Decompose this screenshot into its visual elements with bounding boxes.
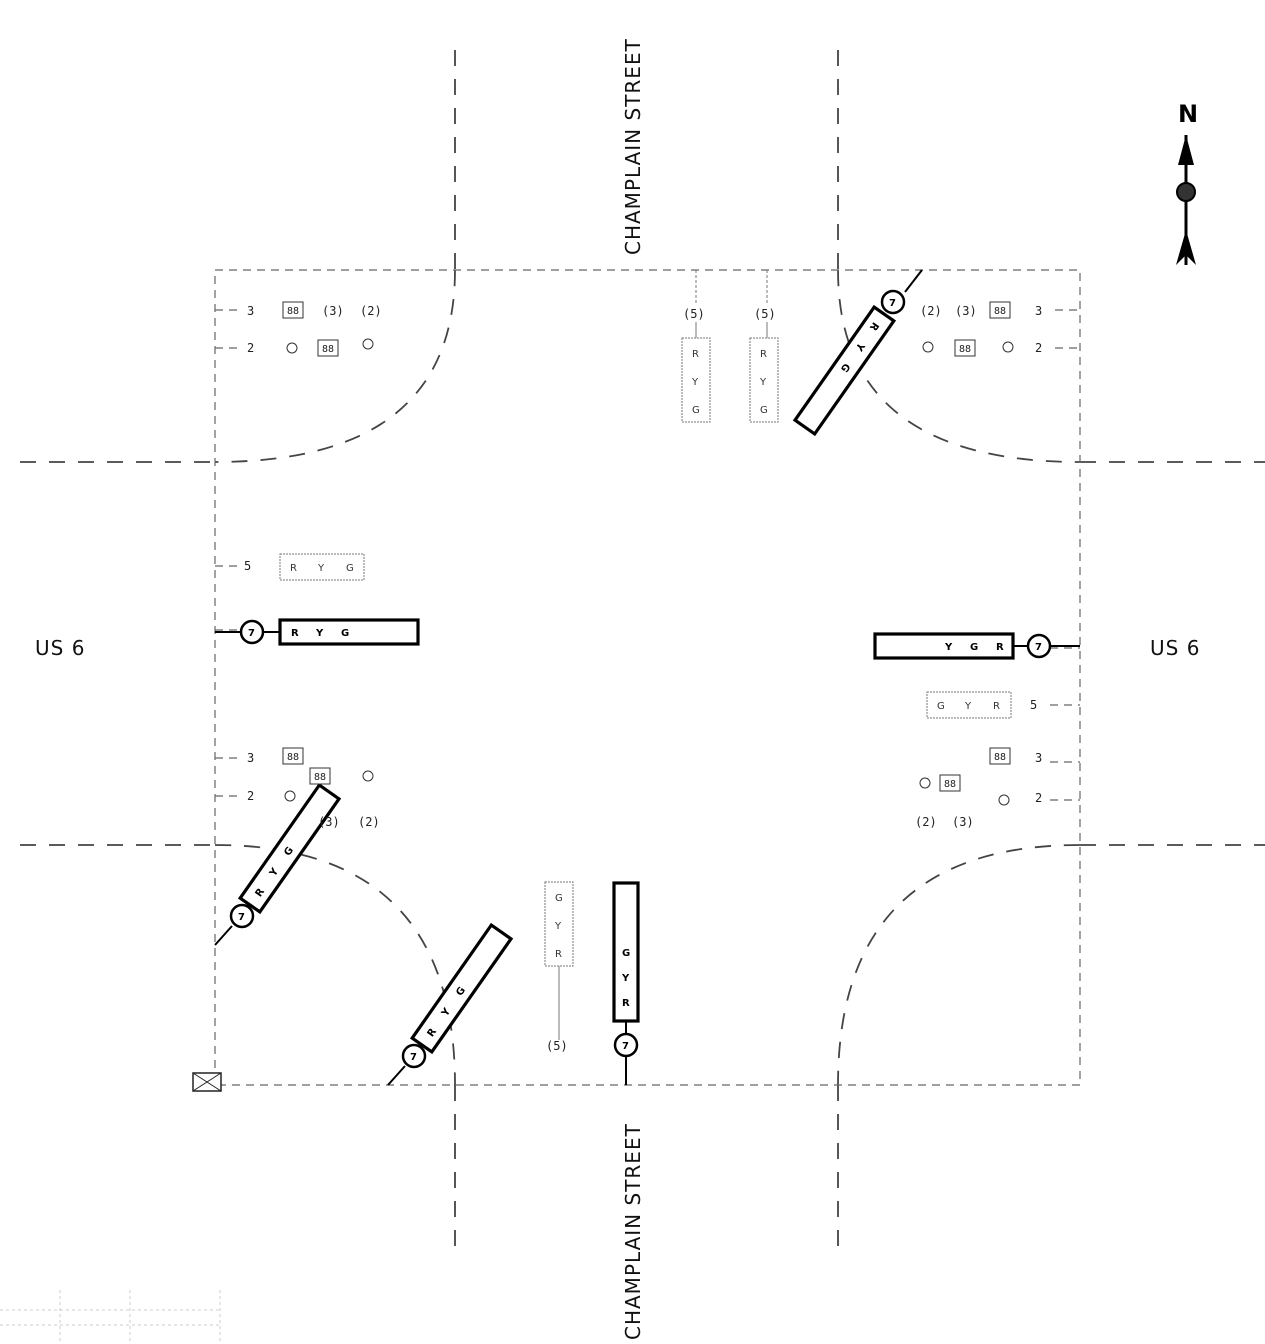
- signal-head-7-south: R Y G 7: [612, 881, 640, 1085]
- svg-text:7: 7: [1035, 642, 1042, 653]
- signal-head-5-south: G Y R (5): [544, 881, 574, 1053]
- svg-text:G: G: [760, 405, 768, 416]
- svg-text:(5): (5): [546, 1039, 568, 1053]
- svg-text:5: 5: [244, 559, 251, 573]
- north-arrow: N: [1176, 100, 1198, 265]
- svg-text:G: G: [970, 642, 978, 653]
- svg-text:Y: Y: [759, 377, 767, 388]
- svg-text:Y: Y: [944, 642, 953, 653]
- svg-text:R: R: [993, 701, 1000, 712]
- svg-text:(3): (3): [955, 304, 977, 318]
- svg-text:7: 7: [622, 1041, 629, 1052]
- signal-head-5-west: 5 R Y G: [244, 553, 365, 581]
- svg-text:3: 3: [247, 751, 254, 765]
- svg-text:Y: Y: [554, 921, 562, 932]
- svg-text:(2): (2): [920, 304, 942, 318]
- svg-text:88: 88: [994, 306, 1006, 317]
- svg-text:Y: Y: [621, 973, 630, 984]
- ped-signals-southeast: 88 3 88 2 (2) (3): [915, 747, 1042, 829]
- svg-text:3: 3: [1035, 751, 1042, 765]
- svg-text:7: 7: [410, 1052, 417, 1063]
- svg-text:2: 2: [247, 341, 254, 355]
- svg-text:(3): (3): [318, 815, 340, 829]
- svg-text:R: R: [760, 349, 767, 360]
- street-label-west: US 6: [35, 636, 85, 660]
- svg-text:3: 3: [247, 304, 254, 318]
- svg-text:2: 2: [1035, 341, 1042, 355]
- svg-text:88: 88: [314, 772, 326, 783]
- street-label-east: US 6: [1150, 636, 1200, 660]
- svg-text:(2): (2): [915, 815, 937, 829]
- signal-head-5-east: G Y R 5: [926, 691, 1037, 719]
- street-label-north: CHAMPLAIN STREET: [621, 38, 645, 255]
- svg-text:G: G: [555, 893, 563, 904]
- svg-text:(3): (3): [322, 304, 344, 318]
- svg-text:R: R: [291, 628, 299, 639]
- signal-head-7-south-diagonal: 7 R Y G: [387, 922, 514, 1086]
- svg-text:R: R: [692, 349, 699, 360]
- signal-head-7-northeast: 7 R Y G: [792, 269, 923, 437]
- svg-text:(5): (5): [683, 307, 705, 321]
- svg-text:(2): (2): [360, 304, 382, 318]
- svg-text:3: 3: [1035, 304, 1042, 318]
- svg-text:R: R: [996, 642, 1004, 653]
- svg-text:Y: Y: [315, 628, 324, 639]
- svg-text:(2): (2): [358, 815, 380, 829]
- street-label-south: CHAMPLAIN STREET: [621, 1123, 645, 1340]
- svg-text:Y: Y: [691, 377, 699, 388]
- svg-text:G: G: [341, 628, 349, 639]
- svg-text:88: 88: [944, 779, 956, 790]
- svg-text:(3): (3): [952, 815, 974, 829]
- svg-text:7: 7: [238, 912, 245, 923]
- svg-text:88: 88: [959, 344, 971, 355]
- svg-text:7: 7: [248, 628, 255, 639]
- svg-text:7: 7: [889, 298, 896, 309]
- svg-text:G: G: [692, 405, 700, 416]
- svg-text:2: 2: [1035, 791, 1042, 805]
- ped-signals-northeast: (2) (3) 88 3 88 2: [920, 301, 1042, 357]
- svg-text:R: R: [622, 998, 630, 1009]
- svg-text:G: G: [937, 701, 945, 712]
- svg-text:Y: Y: [317, 563, 325, 574]
- controller-cabinet-icon: [192, 1072, 222, 1092]
- svg-text:2: 2: [247, 789, 254, 803]
- signal-head-7-southwest: 7 R Y G: [214, 782, 342, 946]
- signal-head-7-east: G Y R 7: [873, 632, 1080, 660]
- svg-text:Y: Y: [964, 701, 972, 712]
- svg-text:88: 88: [287, 752, 299, 763]
- signal-head-7-west: 7 R Y G: [215, 618, 420, 646]
- svg-text:R: R: [555, 949, 562, 960]
- ped-signals-northwest: 3 2 88 (3) (2) 88: [247, 301, 382, 357]
- work-area-boundary: [214, 269, 1081, 1086]
- signal-head-5-north-b: (5) R Y G: [749, 270, 779, 423]
- north-label: N: [1178, 100, 1198, 128]
- ped-signals-southwest: 3 88 88 2 (3) (2): [247, 747, 380, 829]
- svg-text:G: G: [622, 948, 630, 959]
- svg-text:R: R: [290, 563, 297, 574]
- svg-text:5: 5: [1030, 698, 1037, 712]
- svg-text:88: 88: [287, 306, 299, 317]
- svg-text:88: 88: [994, 752, 1006, 763]
- svg-text:88: 88: [322, 344, 334, 355]
- svg-text:(5): (5): [754, 307, 776, 321]
- svg-text:G: G: [346, 563, 354, 574]
- signal-head-5-north-a: (5) R Y G: [681, 270, 711, 423]
- faint-title-block-lines: [0, 1290, 221, 1344]
